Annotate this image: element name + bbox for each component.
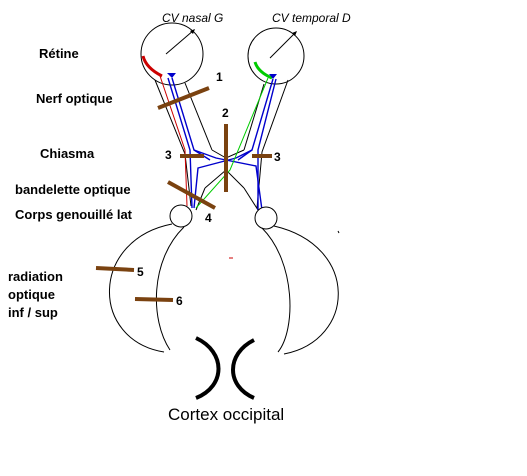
cortex-left	[195, 336, 221, 400]
lesion-number-1: 1	[216, 70, 223, 84]
eye-label-right: CV temporal D	[272, 11, 351, 25]
lesion-1	[157, 86, 210, 110]
label-corps-genouille: Corps genouillé lat	[15, 207, 133, 222]
visual-field-arrow-left	[165, 29, 195, 55]
lgn-right	[254, 206, 278, 230]
label-radiation-1: radiation	[8, 269, 63, 284]
eye-label-left: CV nasal G	[162, 11, 224, 25]
fiber-red	[159, 75, 188, 207]
label-chiasma: Chiasma	[40, 146, 95, 161]
lesion-number-5: 5	[137, 265, 144, 279]
optic-radiations	[109, 223, 339, 355]
lgn-left	[169, 204, 193, 228]
cortex-right	[231, 338, 255, 400]
right-eye	[247, 27, 305, 85]
left-retina-nasal-red	[141, 55, 163, 78]
fiber-green	[195, 77, 269, 209]
label-nerf-optique: Nerf optique	[36, 91, 113, 106]
label-retine: Rétine	[39, 46, 79, 61]
lesion-number-6: 6	[176, 294, 183, 308]
lesion-number-3-left: 3	[165, 148, 172, 162]
lesion-4	[167, 180, 216, 210]
fiber-blue-right	[193, 78, 277, 210]
label-radiation-3: inf / sup	[8, 305, 58, 320]
lesion-bars	[95, 86, 272, 302]
left-eye	[140, 22, 204, 86]
lesion-5	[95, 266, 135, 272]
label-cortex-occipital: Cortex occipital	[168, 405, 285, 424]
label-bandelette: bandelette optique	[15, 182, 131, 197]
lesion-number-3-right: 3	[274, 150, 281, 164]
lesion-6	[134, 297, 174, 302]
lesion-number-4: 4	[205, 211, 212, 225]
visual-field-arrow-right	[269, 31, 297, 59]
right-retina-temporal-green	[253, 61, 273, 80]
lesion-number-2: 2	[222, 106, 229, 120]
label-radiation-2: optique	[8, 287, 55, 302]
